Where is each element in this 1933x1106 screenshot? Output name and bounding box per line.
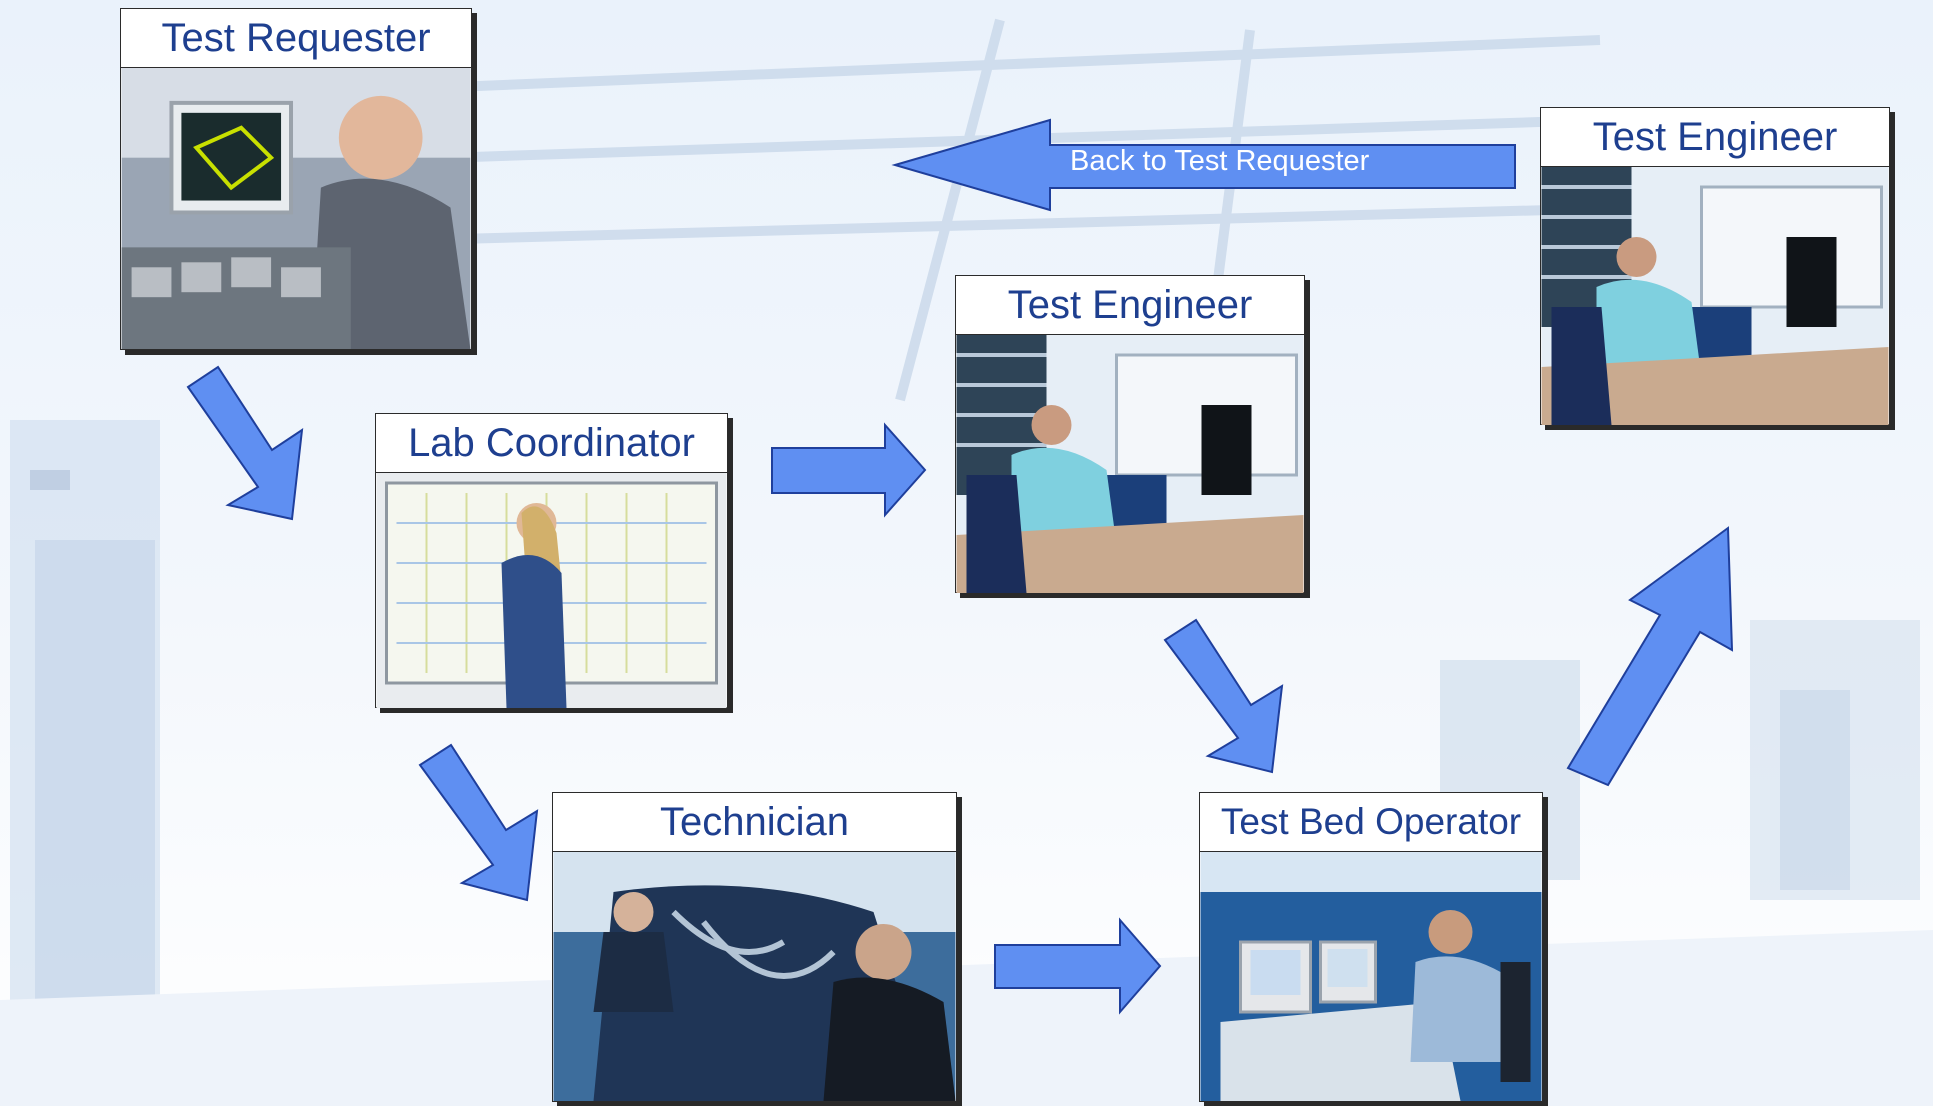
test-requester-photo — [121, 68, 471, 349]
card-test-requester: Test Requester — [120, 8, 472, 350]
card-test-engineer-final: Test Engineer — [1540, 107, 1890, 425]
back-to-requester-arrow — [891, 118, 1516, 212]
card-title: Technician — [553, 793, 956, 852]
card-technician: Technician — [552, 792, 957, 1102]
test-engineer-photo — [956, 335, 1304, 593]
card-title: Lab Coordinator — [376, 414, 727, 473]
back-to-requester-label: Back to Test Requester — [1070, 145, 1370, 177]
arrow-technician-to-operator — [994, 917, 1162, 1015]
arrow-engineer-to-operator — [1163, 618, 1284, 774]
arrow-coordinator-to-engineer — [771, 422, 927, 518]
card-test-engineer: Test Engineer — [955, 275, 1305, 593]
arrow-coordinator-to-technician — [418, 743, 539, 902]
card-title: Test Engineer — [1541, 108, 1889, 167]
test-bed-operator-photo — [1200, 852, 1542, 1101]
lab-coordinator-photo — [376, 473, 727, 708]
technician-photo — [553, 852, 956, 1101]
arrow-operator-to-final-engineer-shape — [1566, 526, 1734, 787]
card-title: Test Engineer — [956, 276, 1304, 335]
card-test-bed-operator: Test Bed Operator — [1199, 792, 1543, 1102]
card-title: Test Bed Operator — [1200, 793, 1542, 852]
card-lab-coordinator: Lab Coordinator — [375, 413, 728, 708]
arrow-requester-to-coordinator-shape — [186, 365, 304, 521]
card-title: Test Requester — [121, 9, 471, 68]
test-engineer-final-photo — [1541, 167, 1889, 425]
